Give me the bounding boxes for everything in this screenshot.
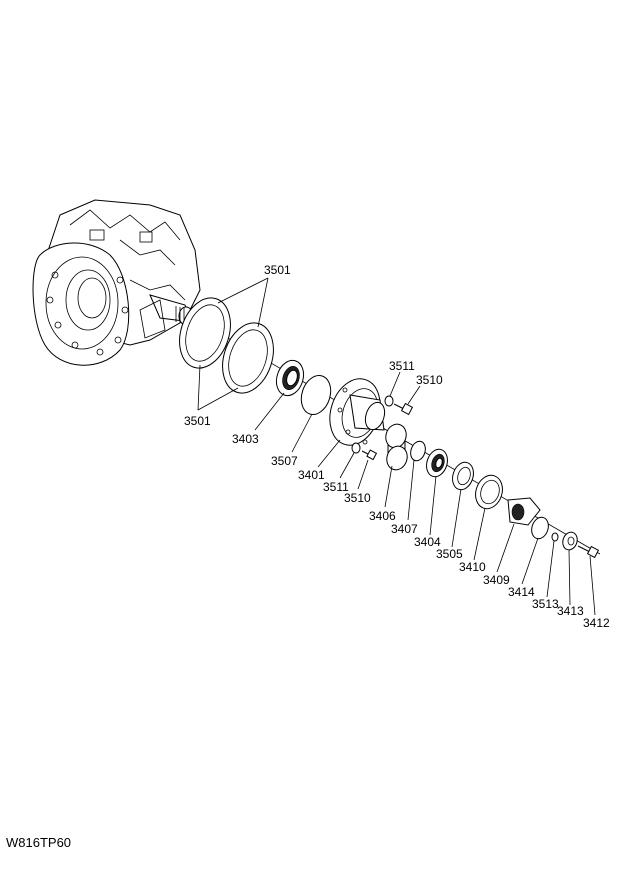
gasket-3501-outer (222, 322, 274, 394)
label-3505: 3505 (436, 547, 463, 561)
label-3507: 3507 (271, 454, 298, 468)
bolt-3412 (577, 545, 600, 559)
bearing-3404 (426, 448, 448, 478)
oring-3507 (300, 374, 332, 416)
leader-lines (197, 277, 596, 616)
label-3513: 3513 (532, 597, 559, 611)
label-3412: 3412 (583, 616, 610, 630)
cap-3409 (507, 497, 541, 526)
bearing-3403 (275, 359, 305, 397)
label-3401: 3401 (298, 468, 325, 482)
hub-3401 (329, 378, 386, 446)
label-3501-lower: 3501 (184, 414, 211, 428)
oring-3414 (531, 516, 549, 540)
bolt-3510-lower (361, 449, 378, 461)
washer-3511-upper (384, 395, 394, 407)
label-3410: 3410 (459, 560, 486, 574)
label-3406: 3406 (369, 509, 396, 523)
label-3414: 3414 (508, 585, 535, 599)
washer-3413 (562, 531, 578, 551)
ring-3410 (475, 474, 503, 510)
washer-3511-lower (351, 442, 361, 454)
bolt-3510-upper (393, 402, 414, 416)
sleeve-3406 (385, 423, 408, 471)
label-3413: 3413 (557, 604, 584, 618)
label-3404: 3404 (414, 535, 441, 549)
label-3510-lower: 3510 (344, 491, 371, 505)
washer-3513 (551, 532, 559, 542)
label-3510-upper: 3510 (416, 373, 443, 387)
drawing-code: W816TP60 (6, 835, 72, 850)
label-3511-lower: 3511 (323, 480, 349, 494)
label-3501-upper: 3501 (264, 263, 291, 277)
label-3403: 3403 (232, 432, 259, 446)
label-3511-upper: 3511 (389, 359, 415, 373)
axle-housing (32, 199, 201, 366)
gasket-3501-inner (179, 297, 231, 369)
label-3407: 3407 (391, 522, 418, 536)
seal-3505 (452, 461, 474, 491)
ring-3407 (410, 440, 426, 462)
label-3409: 3409 (483, 573, 510, 587)
